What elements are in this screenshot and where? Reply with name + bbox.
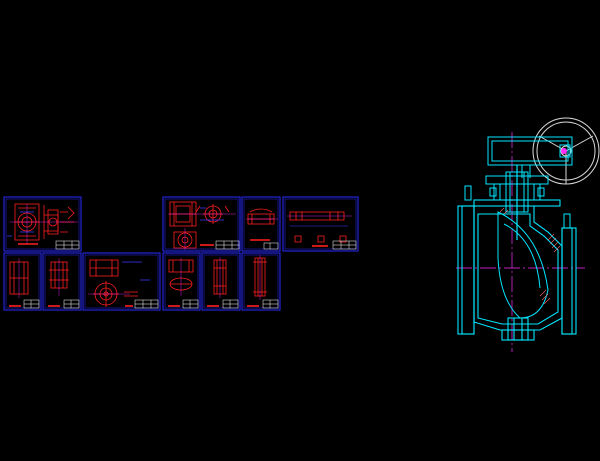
sheet-frame [282,196,359,252]
sheet-frame [162,252,201,311]
drawing-sheet-9[interactable] [201,252,241,311]
part-geometry [289,211,347,243]
sheet-frame [42,252,82,311]
drawing-sheet-2[interactable] [162,196,241,252]
part-geometry [89,259,138,307]
title-block [262,299,279,309]
part-geometry [247,208,275,225]
seat-hatch [499,207,561,305]
title-block [332,240,357,250]
drawing-sheet-7[interactable] [82,252,161,311]
title-block [134,299,159,309]
title-block [23,299,40,309]
sheet-frame [241,196,281,252]
sheet-frame [82,252,161,311]
centerline [168,213,236,250]
drawing-sheet-10[interactable] [241,252,281,311]
title-block [263,242,279,250]
title-block [215,240,240,250]
title-block [182,299,199,309]
sheet-frame [3,252,42,311]
title-block [55,240,80,250]
title-block [63,299,80,309]
sheet-frame [3,196,82,252]
drawing-sheet-6[interactable] [42,252,82,311]
blue-detail [7,211,34,237]
drawing-sheet-5[interactable] [3,252,42,311]
blue-detail [122,261,150,281]
drawing-sheet-1[interactable] [3,196,82,252]
gearbox [487,136,573,166]
plug [497,211,549,319]
drawing-sheet-4[interactable] [282,196,359,252]
gear-hub [561,148,567,154]
sheet-frame [201,252,241,311]
drawing-sheet-8[interactable] [162,252,201,311]
sheet-frame [241,252,281,311]
flange-bolts [464,185,571,229]
blue-detail [200,207,224,221]
sheet-frame [162,196,241,252]
valve-assembly-section[interactable] [456,117,600,352]
drawing-sheet-3[interactable] [241,196,281,252]
title-block [222,299,239,309]
centerline [10,204,78,244]
